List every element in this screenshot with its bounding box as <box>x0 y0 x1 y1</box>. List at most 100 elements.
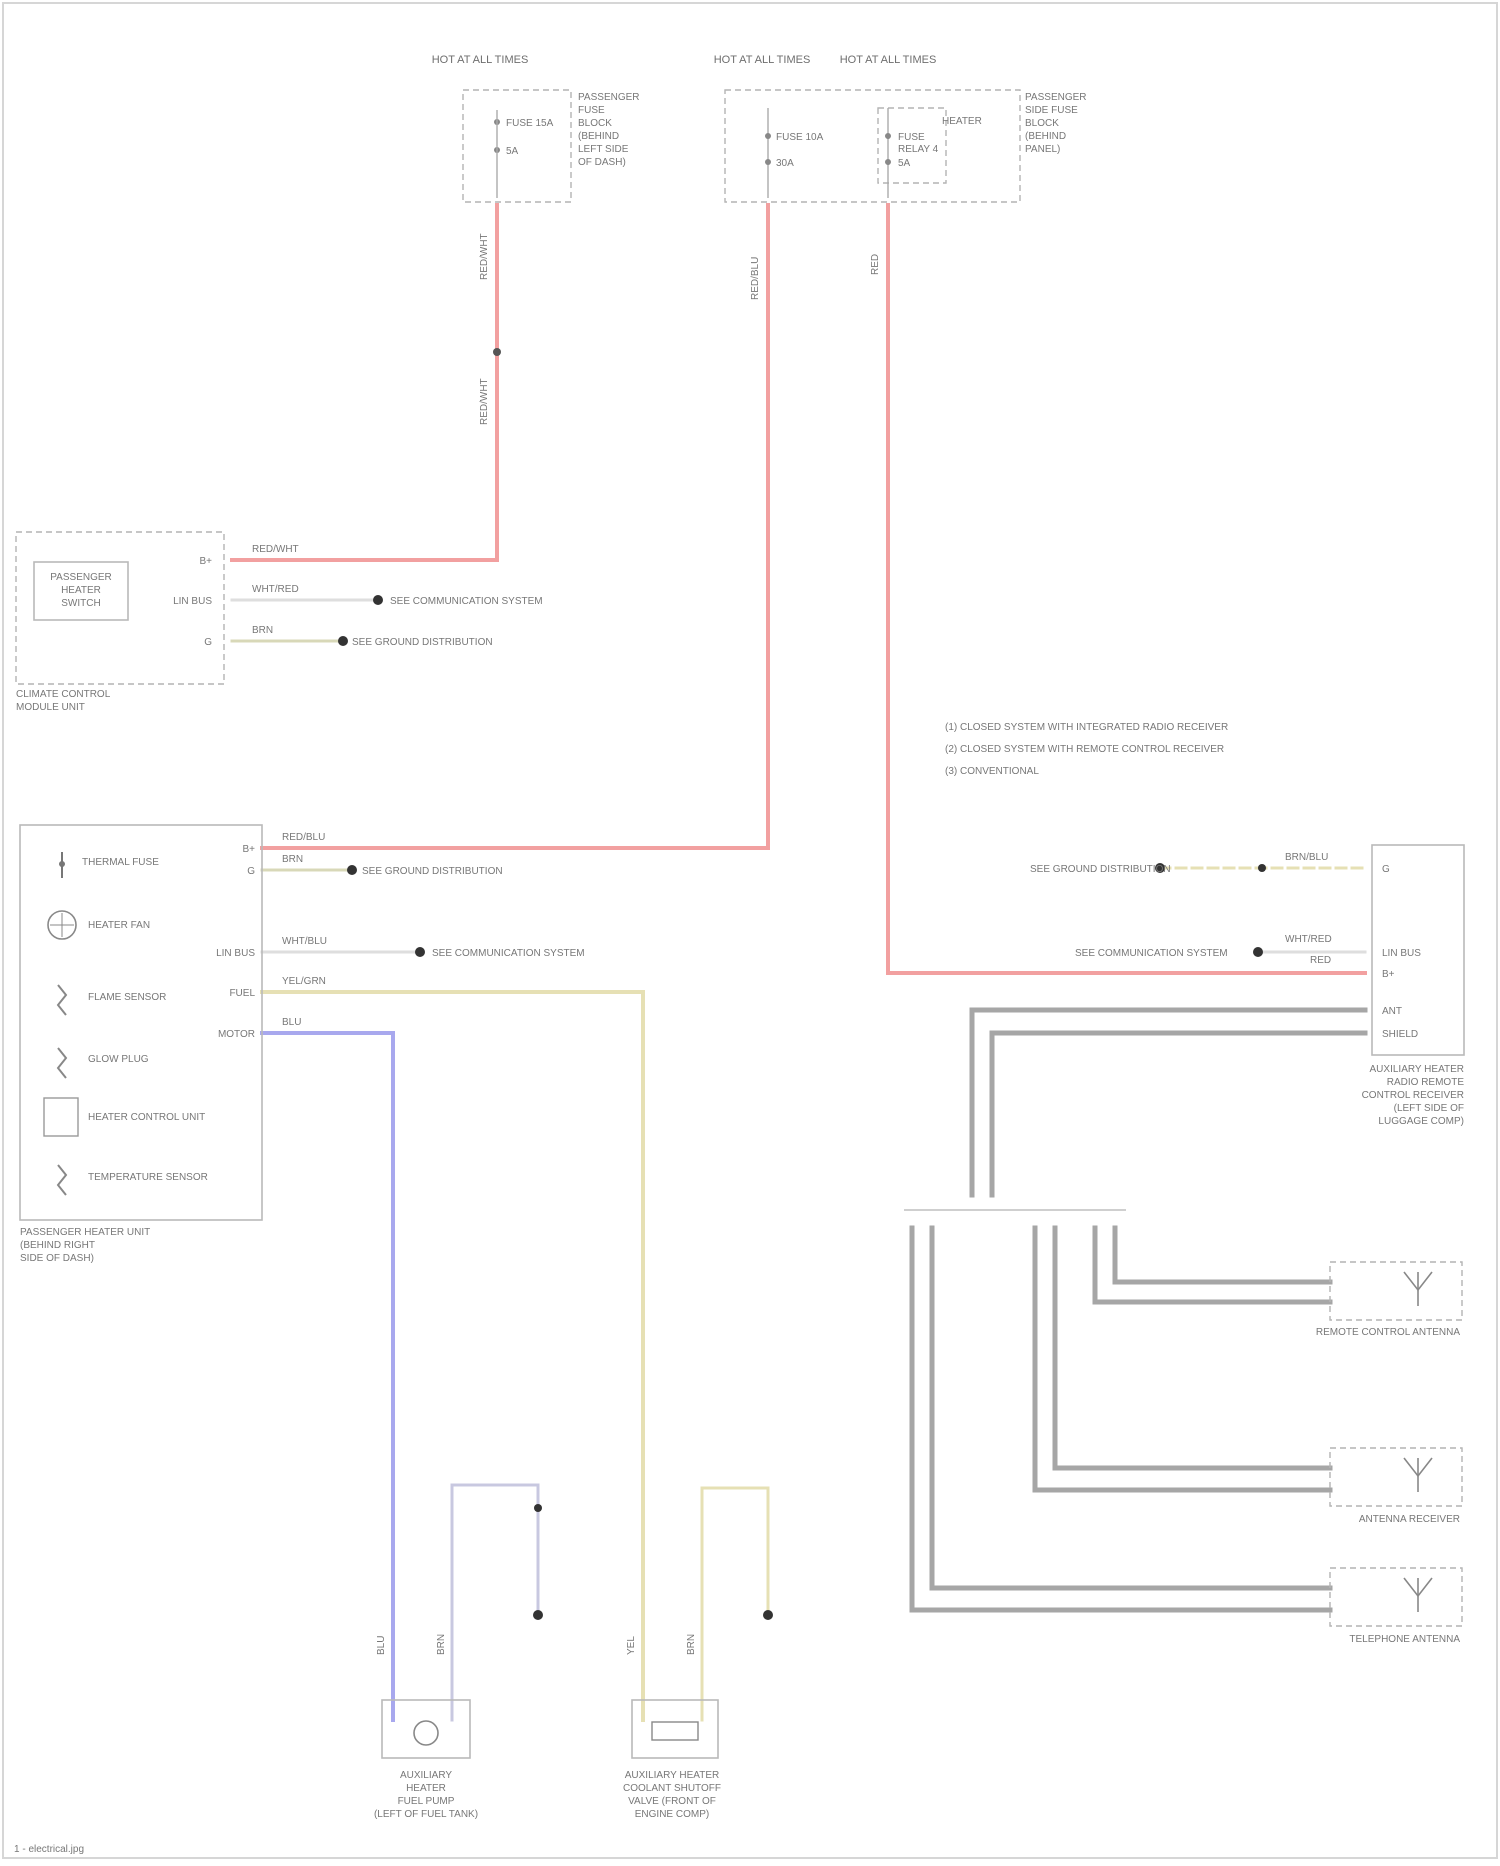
fan-icon <box>48 911 76 939</box>
pump-motor-icon <box>414 1721 438 1745</box>
climate-dest-label: SEE COMMUNICATION SYSTEM <box>390 596 543 607</box>
fuse-b-line: RELAY 4 <box>898 144 939 155</box>
valve-icon <box>652 1722 698 1740</box>
valve-name: COOLANT SHUTOFF <box>623 1783 721 1794</box>
fuse-left-bus-label: HOT AT ALL TIMES <box>432 54 529 66</box>
fuse-right-bus-label-b: HOT AT ALL TIMES <box>840 54 937 66</box>
heater-pin: FUEL <box>229 988 255 999</box>
climate-switch-text: HEATER <box>61 585 101 596</box>
receiver-wire-label: RED <box>1310 955 1331 966</box>
climate-module-box <box>16 532 224 684</box>
climate-dest-label: SEE GROUND DISTRIBUTION <box>352 637 493 648</box>
pump-name: HEATER <box>406 1783 446 1794</box>
antenna-icon <box>1404 1578 1432 1612</box>
valve-name: VALVE (FRONT OF <box>628 1796 716 1807</box>
text-line: SIDE FUSE <box>1025 105 1078 116</box>
text-line: PASSENGER <box>578 92 640 103</box>
valve-wire-label: YEL <box>626 1636 637 1655</box>
text-line: PASSENGER <box>1025 92 1087 103</box>
climate-pin: B+ <box>199 556 212 567</box>
fuse-b-line: FUSE <box>898 132 925 143</box>
climate-module-name: MODULE UNIT <box>16 702 85 713</box>
text-line: (BEHIND <box>1025 131 1066 142</box>
wire-tag: RED <box>870 254 881 275</box>
fuse-b-line: 5A <box>898 158 911 169</box>
wire-tag: RED/BLU <box>750 257 761 300</box>
ground-node <box>533 1610 543 1620</box>
relay-label: HEATER <box>942 116 982 127</box>
fuse-left-line: 5A <box>506 146 519 157</box>
heater-item-label: HEATER FAN <box>88 920 150 931</box>
heater-pin: LIN BUS <box>216 948 255 959</box>
text-line: BLOCK <box>1025 118 1059 129</box>
passenger-heater-module: THERMAL FUSE HEATER FAN FLAME SENSOR GLO… <box>20 825 585 1264</box>
climate-wire-label: BRN <box>252 625 273 636</box>
pump-name: (LEFT OF FUEL TANK) <box>374 1809 478 1820</box>
text-line: OF DASH) <box>578 157 626 168</box>
heater-wire-label: RED/BLU <box>282 832 325 843</box>
temperature-sensor-icon <box>58 1165 66 1195</box>
heater-module-name: PASSENGER HEATER UNIT <box>20 1227 150 1238</box>
cable-telephone <box>912 1228 1330 1610</box>
heater-pin: MOTOR <box>218 1029 255 1040</box>
heater-module-name: (BEHIND RIGHT <box>20 1240 95 1251</box>
note-line: (2) CLOSED SYSTEM WITH REMOTE CONTROL RE… <box>945 744 1224 755</box>
passenger-side-fuse-block: HOT AT ALL TIMES HOT AT ALL TIMES FUSE 1… <box>714 54 1087 202</box>
control-unit-icon <box>44 1098 78 1136</box>
splice-node <box>1253 947 1263 957</box>
fuel-pump-box <box>382 1700 470 1758</box>
pump-wire-label: BLU <box>376 1636 387 1655</box>
antenna-box <box>1330 1448 1462 1506</box>
pump-name: FUEL PUMP <box>398 1796 455 1807</box>
antenna-telephone: TELEPHONE ANTENNA <box>1330 1568 1462 1645</box>
text-line: (BEHIND <box>578 131 619 142</box>
auxiliary-fuel-pump: BLU BRN AUXILIARY HEATER FUEL PUMP (LEFT… <box>374 1634 478 1820</box>
antenna-icon <box>1404 1272 1432 1306</box>
cable-ant-a <box>972 1010 1365 1195</box>
receiver-wire-label: BRN/BLU <box>1285 852 1328 863</box>
flame-sensor-icon <box>58 985 66 1015</box>
note-line: (3) CONVENTIONAL <box>945 766 1039 777</box>
climate-pin: G <box>204 637 212 648</box>
climate-switch-text: PASSENGER <box>50 572 112 583</box>
antenna-box <box>1330 1262 1462 1320</box>
receiver-pin: ANT <box>1382 1006 1402 1017</box>
remote-receiver-module: G LIN BUS B+ ANT SHIELD BRN/BLU WHT/RED … <box>1030 845 1464 1127</box>
receiver-pin: SHIELD <box>1382 1029 1418 1040</box>
wire-valve-ground <box>702 1488 768 1720</box>
heater-wire-label: WHT/BLU <box>282 936 327 947</box>
text-line: PANEL) <box>1025 144 1060 155</box>
fuse-left-line: FUSE 15A <box>506 118 554 129</box>
receiver-name: AUXILIARY HEATER <box>1370 1064 1464 1075</box>
climate-switch-text: SWITCH <box>61 598 100 609</box>
heater-items: THERMAL FUSE HEATER FAN FLAME SENSOR GLO… <box>44 852 208 1195</box>
climate-module-name: CLIMATE CONTROL <box>16 689 111 700</box>
fuse-left-module-text: PASSENGER FUSE BLOCK (BEHIND LEFT SIDE O… <box>578 92 640 168</box>
cable-ant-b <box>992 1033 1365 1195</box>
heater-module-box <box>20 825 262 1220</box>
pump-wire-label: BRN <box>436 1634 447 1655</box>
wire-red-climate <box>232 205 497 560</box>
antenna-name: REMOTE CONTROL ANTENNA <box>1316 1327 1460 1338</box>
thermal-fuse-icon <box>59 852 65 878</box>
climate-wire-label: RED/WHT <box>252 544 299 555</box>
heater-item-label: THERMAL FUSE <box>82 857 159 868</box>
heater-wire-label: BLU <box>282 1017 301 1028</box>
fuse-right-bus-label-a: HOT AT ALL TIMES <box>714 54 811 66</box>
text-line: LEFT SIDE <box>578 144 629 155</box>
cable-remote-ant <box>1095 1228 1330 1302</box>
heater-dest-label: SEE GROUND DISTRIBUTION <box>362 866 503 877</box>
receiver-dest-label: SEE COMMUNICATION SYSTEM <box>1075 948 1228 959</box>
antenna-name: TELEPHONE ANTENNA <box>1349 1634 1460 1645</box>
receiver-pin: LIN BUS <box>1382 948 1421 959</box>
heater-dest-label: SEE COMMUNICATION SYSTEM <box>432 948 585 959</box>
heater-wire-label: YEL/GRN <box>282 976 326 987</box>
cable-remote-ant-2 <box>1115 1228 1330 1282</box>
valve-wire-label: BRN <box>686 1634 697 1655</box>
antenna-remote-control: REMOTE CONTROL ANTENNA <box>1316 1262 1462 1338</box>
wire-red-heater <box>262 205 768 848</box>
splice-node <box>415 947 425 957</box>
receiver-name: LUGGAGE COMP) <box>1378 1116 1464 1127</box>
